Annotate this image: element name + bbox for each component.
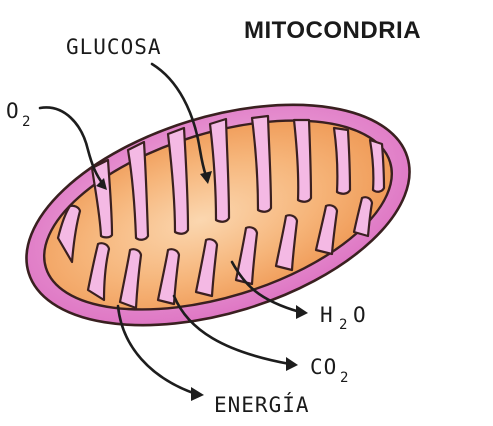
oxygen-label-main: O bbox=[6, 99, 20, 123]
water-label-h: H bbox=[320, 303, 334, 327]
oxygen-label: O 2 bbox=[6, 99, 30, 130]
diagram-title: MITOCONDRIA bbox=[244, 17, 421, 44]
crista-top-7 bbox=[334, 128, 350, 194]
co2-label: CO 2 bbox=[310, 355, 348, 386]
energy-label: ENERGÍA bbox=[214, 392, 310, 417]
co2-arrowhead bbox=[286, 357, 298, 371]
water-arrowhead bbox=[296, 305, 308, 319]
co2-label-main: CO bbox=[310, 355, 337, 379]
co2-label-subscript: 2 bbox=[340, 370, 348, 386]
water-label-subscript: 2 bbox=[339, 317, 347, 333]
water-label: H 2 O bbox=[320, 303, 367, 333]
water-label-o: O bbox=[353, 303, 367, 327]
glucose-label: GLUCOSA bbox=[66, 35, 162, 59]
oxygen-label-subscript: 2 bbox=[22, 114, 30, 130]
energy-arrowhead bbox=[191, 387, 204, 401]
